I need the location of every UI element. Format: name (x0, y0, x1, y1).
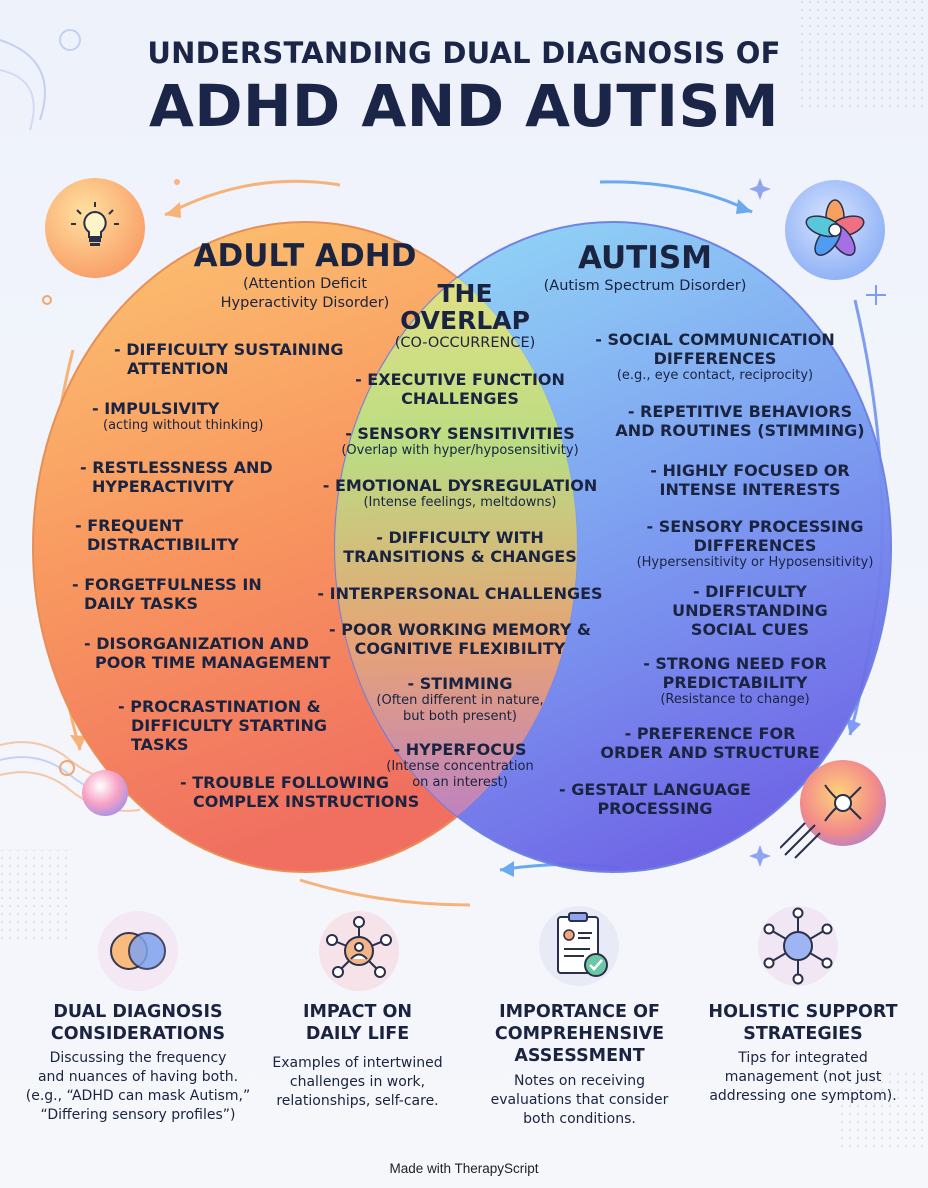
adhd-heading: ADULT ADHD (193, 238, 417, 274)
overlap-item: - EMOTIONAL DYSREGULATION(Intense feelin… (322, 476, 598, 510)
speed-lines-icon (780, 822, 821, 859)
lightbulb-icon (45, 178, 145, 278)
overlap-heading-2: OVERLAP (400, 306, 530, 335)
venn-icon (97, 910, 179, 992)
neuron-icon (800, 760, 886, 846)
adhd-subtitle-1: (Attention Deficit (242, 276, 368, 292)
overlap-item: - INTERPERSONAL CHALLENGES (317, 584, 603, 603)
overlap-item: - SENSORY SENSITIVITIES(Overlap with hyp… (341, 424, 579, 458)
flower-spectrum-icon (785, 180, 885, 280)
overlap-item: - STIMMING(Often different in nature,but… (376, 674, 544, 724)
title-line-2: ADHD AND AUTISM (148, 72, 779, 140)
clipboard-check-icon (538, 905, 620, 987)
footer-credit: Made with TherapyScript (389, 1161, 539, 1176)
title-line-1: UNDERSTANDING DUAL DIAGNOSIS OF (147, 36, 781, 70)
adhd-item: - IMPULSIVITY(acting without thinking) (92, 399, 264, 433)
hub-icon (757, 905, 839, 987)
overlap-heading-1: THE (437, 279, 493, 308)
network-person-icon (318, 910, 400, 992)
autism-subtitle: (Autism Spectrum Disorder) (543, 278, 747, 294)
overlap-region (335, 222, 577, 872)
orb-icon (82, 770, 128, 816)
overlap-subtitle: (CO-OCCURRENCE) (394, 335, 536, 351)
adhd-subtitle-2: Hyperactivity Disorder) (220, 295, 390, 311)
overlap-item: - POOR WORKING MEMORY &COGNITIVE FLEXIBI… (329, 620, 591, 658)
autism-heading: AUTISM (577, 240, 713, 276)
